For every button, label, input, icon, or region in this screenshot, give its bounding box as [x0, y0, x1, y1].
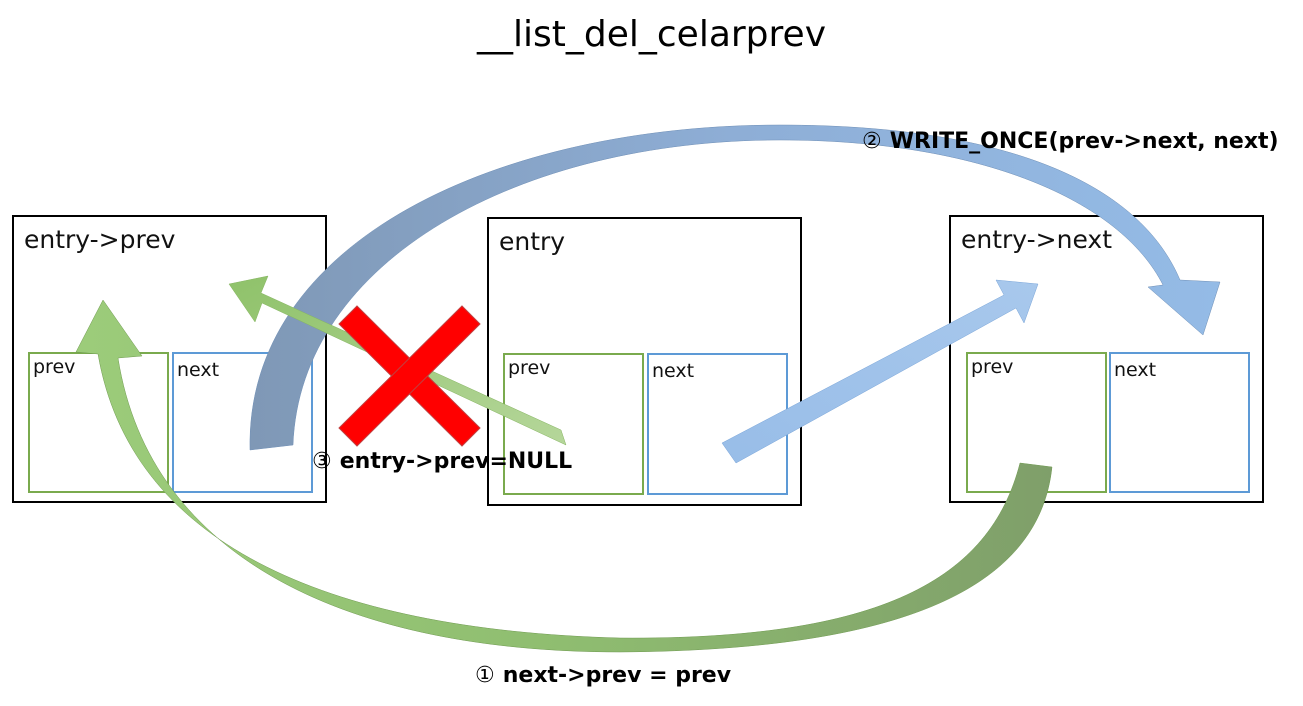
- step-2-label: ② WRITE_ONCE(prev->next, next): [862, 129, 1279, 154]
- step-text: WRITE_ONCE(prev->next, next): [889, 129, 1279, 154]
- step-text: next->prev = prev: [502, 663, 732, 688]
- blue-curved-arrow: [249, 124, 1221, 451]
- prev-field-label: prev: [971, 356, 1014, 378]
- step-number: ②: [862, 129, 882, 154]
- prev-field-label: prev: [508, 357, 551, 379]
- step-number: ③: [312, 449, 332, 474]
- next-field: next: [1109, 352, 1250, 493]
- green-curved-arrow: [75, 299, 1053, 653]
- step-1-label: ① next->prev = prev: [475, 663, 731, 688]
- prev-field-label: prev: [33, 356, 76, 378]
- next-field-label: next: [652, 360, 695, 382]
- node-label: entry: [499, 227, 566, 256]
- next-field-label: next: [177, 359, 220, 381]
- next-field: next: [172, 352, 313, 493]
- node-label: entry->next: [961, 225, 1113, 254]
- node-entry: entry prev next: [487, 217, 802, 506]
- next-field-label: next: [1114, 359, 1157, 381]
- prev-field: prev: [503, 353, 644, 495]
- diagram-title: __list_del_celarprev: [477, 14, 826, 55]
- step-3-label: ③ entry->prev=NULL: [312, 449, 572, 474]
- node-label: entry->prev: [24, 225, 176, 254]
- step-number: ①: [475, 663, 495, 688]
- red-cross-icon: [338, 305, 481, 447]
- blue-straight-arrow: [721, 279, 1039, 464]
- step-text: entry->prev=NULL: [339, 449, 573, 474]
